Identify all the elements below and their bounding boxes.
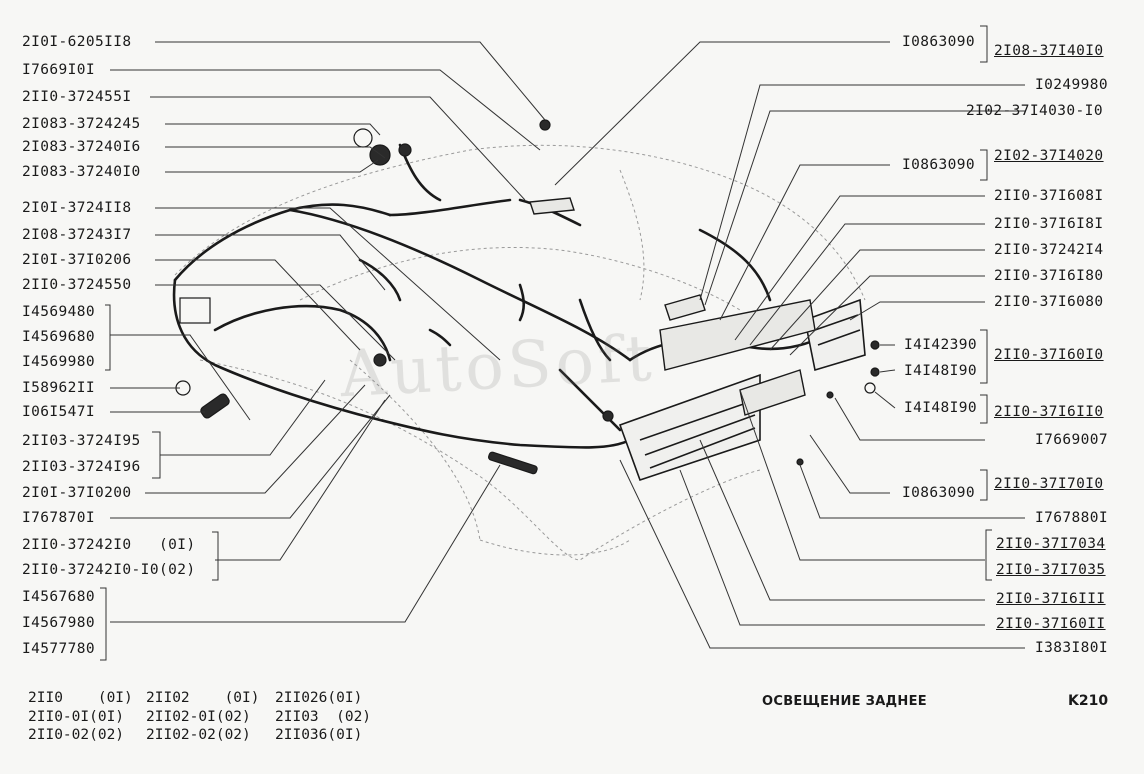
- left-label: 2II0-37242I0 (0I): [22, 537, 196, 553]
- right-label: 2II0-37I6I8I: [994, 216, 1104, 232]
- right-label: 2II0-37I6080: [994, 294, 1104, 310]
- right-label: 2I02-37I4030-I0: [966, 103, 1103, 119]
- right-label: 2II0-37242I4: [994, 242, 1104, 258]
- rear-lamp-left: [618, 373, 761, 482]
- left-label: 2II03-3724I96: [22, 459, 141, 475]
- right-label: 2II0-37I60II: [996, 616, 1106, 632]
- right-label: I0863090: [902, 34, 976, 50]
- left-label: 2I083-3724245: [22, 116, 141, 132]
- left-label: 2I08-37243I7: [22, 227, 132, 243]
- car-body-outline: [174, 144, 866, 561]
- right-label: I4I48I90: [904, 363, 978, 379]
- right-label: 2II0-37I7035: [996, 562, 1106, 578]
- left-label: 2I0I-3724II8: [22, 200, 132, 216]
- rear-lamp-right: [804, 298, 866, 372]
- left-label: I7669I0I: [22, 62, 96, 78]
- small-parts: [175, 119, 880, 475]
- left-label: I4567680: [22, 589, 96, 605]
- right-label: I0863090: [902, 157, 976, 173]
- right-label: I0863090: [902, 485, 976, 501]
- model-line: 2II0-0I(0I): [28, 709, 125, 725]
- left-label: I58962II: [22, 380, 96, 396]
- left-label: I4569680: [22, 329, 96, 345]
- right-label: I4I42390: [904, 337, 978, 353]
- model-line: 2II02 (0I): [146, 690, 260, 706]
- page-code: K210: [1068, 693, 1109, 709]
- left-label: 2I0I-37I0200: [22, 485, 132, 501]
- right-label: 2II0-37I6I80: [994, 268, 1104, 284]
- left-label: I4569480: [22, 304, 96, 320]
- right-label: 2II0-37I7034: [996, 536, 1106, 552]
- left-label: I767870I: [22, 510, 96, 526]
- left-label: 2II0-372455I: [22, 89, 132, 105]
- model-line: 2II02-02(02): [146, 727, 251, 743]
- left-label: 2I0I-37I0206: [22, 252, 132, 268]
- high-mount-lamp: [529, 197, 706, 321]
- model-line: 2II0-02(02): [28, 727, 125, 743]
- left-label: 2I083-37240I6: [22, 139, 141, 155]
- left-label: I4569980: [22, 354, 96, 370]
- right-label: I383I80I: [1035, 640, 1109, 656]
- leader-lines: [110, 41, 1025, 649]
- right-label: 2II0-37I608I: [994, 188, 1104, 204]
- left-label: 2II0-37242I0-I0(02): [22, 562, 196, 578]
- group-label: 2I02-37I4020: [994, 148, 1104, 164]
- right-label: 2II0-37I6III: [996, 591, 1106, 607]
- model-line: 2II026(0I): [275, 690, 363, 706]
- group-label: 2I08-37I40I0: [994, 43, 1104, 59]
- left-label: 2I0I-6205II8: [22, 34, 132, 50]
- diagram-title: ОСВЕЩЕНИЕ ЗАДНЕЕ: [762, 694, 927, 709]
- left-label: 2II0-3724550: [22, 277, 132, 293]
- bracket-lines: [100, 25, 992, 661]
- left-label: 2I083-37240I0: [22, 164, 141, 180]
- right-label: I7669007: [1035, 432, 1109, 448]
- group-label: 2II0-37I6II0: [994, 404, 1104, 420]
- left-label: I06I547I: [22, 404, 96, 420]
- lamp-housing: [659, 299, 816, 416]
- right-label: I4I48I90: [904, 400, 978, 416]
- left-label: I4577780: [22, 641, 96, 657]
- group-label: 2II0-37I70I0: [994, 476, 1104, 492]
- model-line: 2II0 (0I): [28, 690, 133, 706]
- right-label: I0249980: [1035, 77, 1109, 93]
- model-line: 2II03 (02): [275, 709, 372, 725]
- left-label: 2II03-3724I95: [22, 433, 141, 449]
- model-line: 2II02-0I(02): [146, 709, 251, 725]
- left-label: I4567980: [22, 615, 96, 631]
- model-line: 2II036(0I): [275, 727, 363, 743]
- right-label: I767880I: [1035, 510, 1109, 526]
- group-label: 2II0-37I60I0: [994, 347, 1104, 363]
